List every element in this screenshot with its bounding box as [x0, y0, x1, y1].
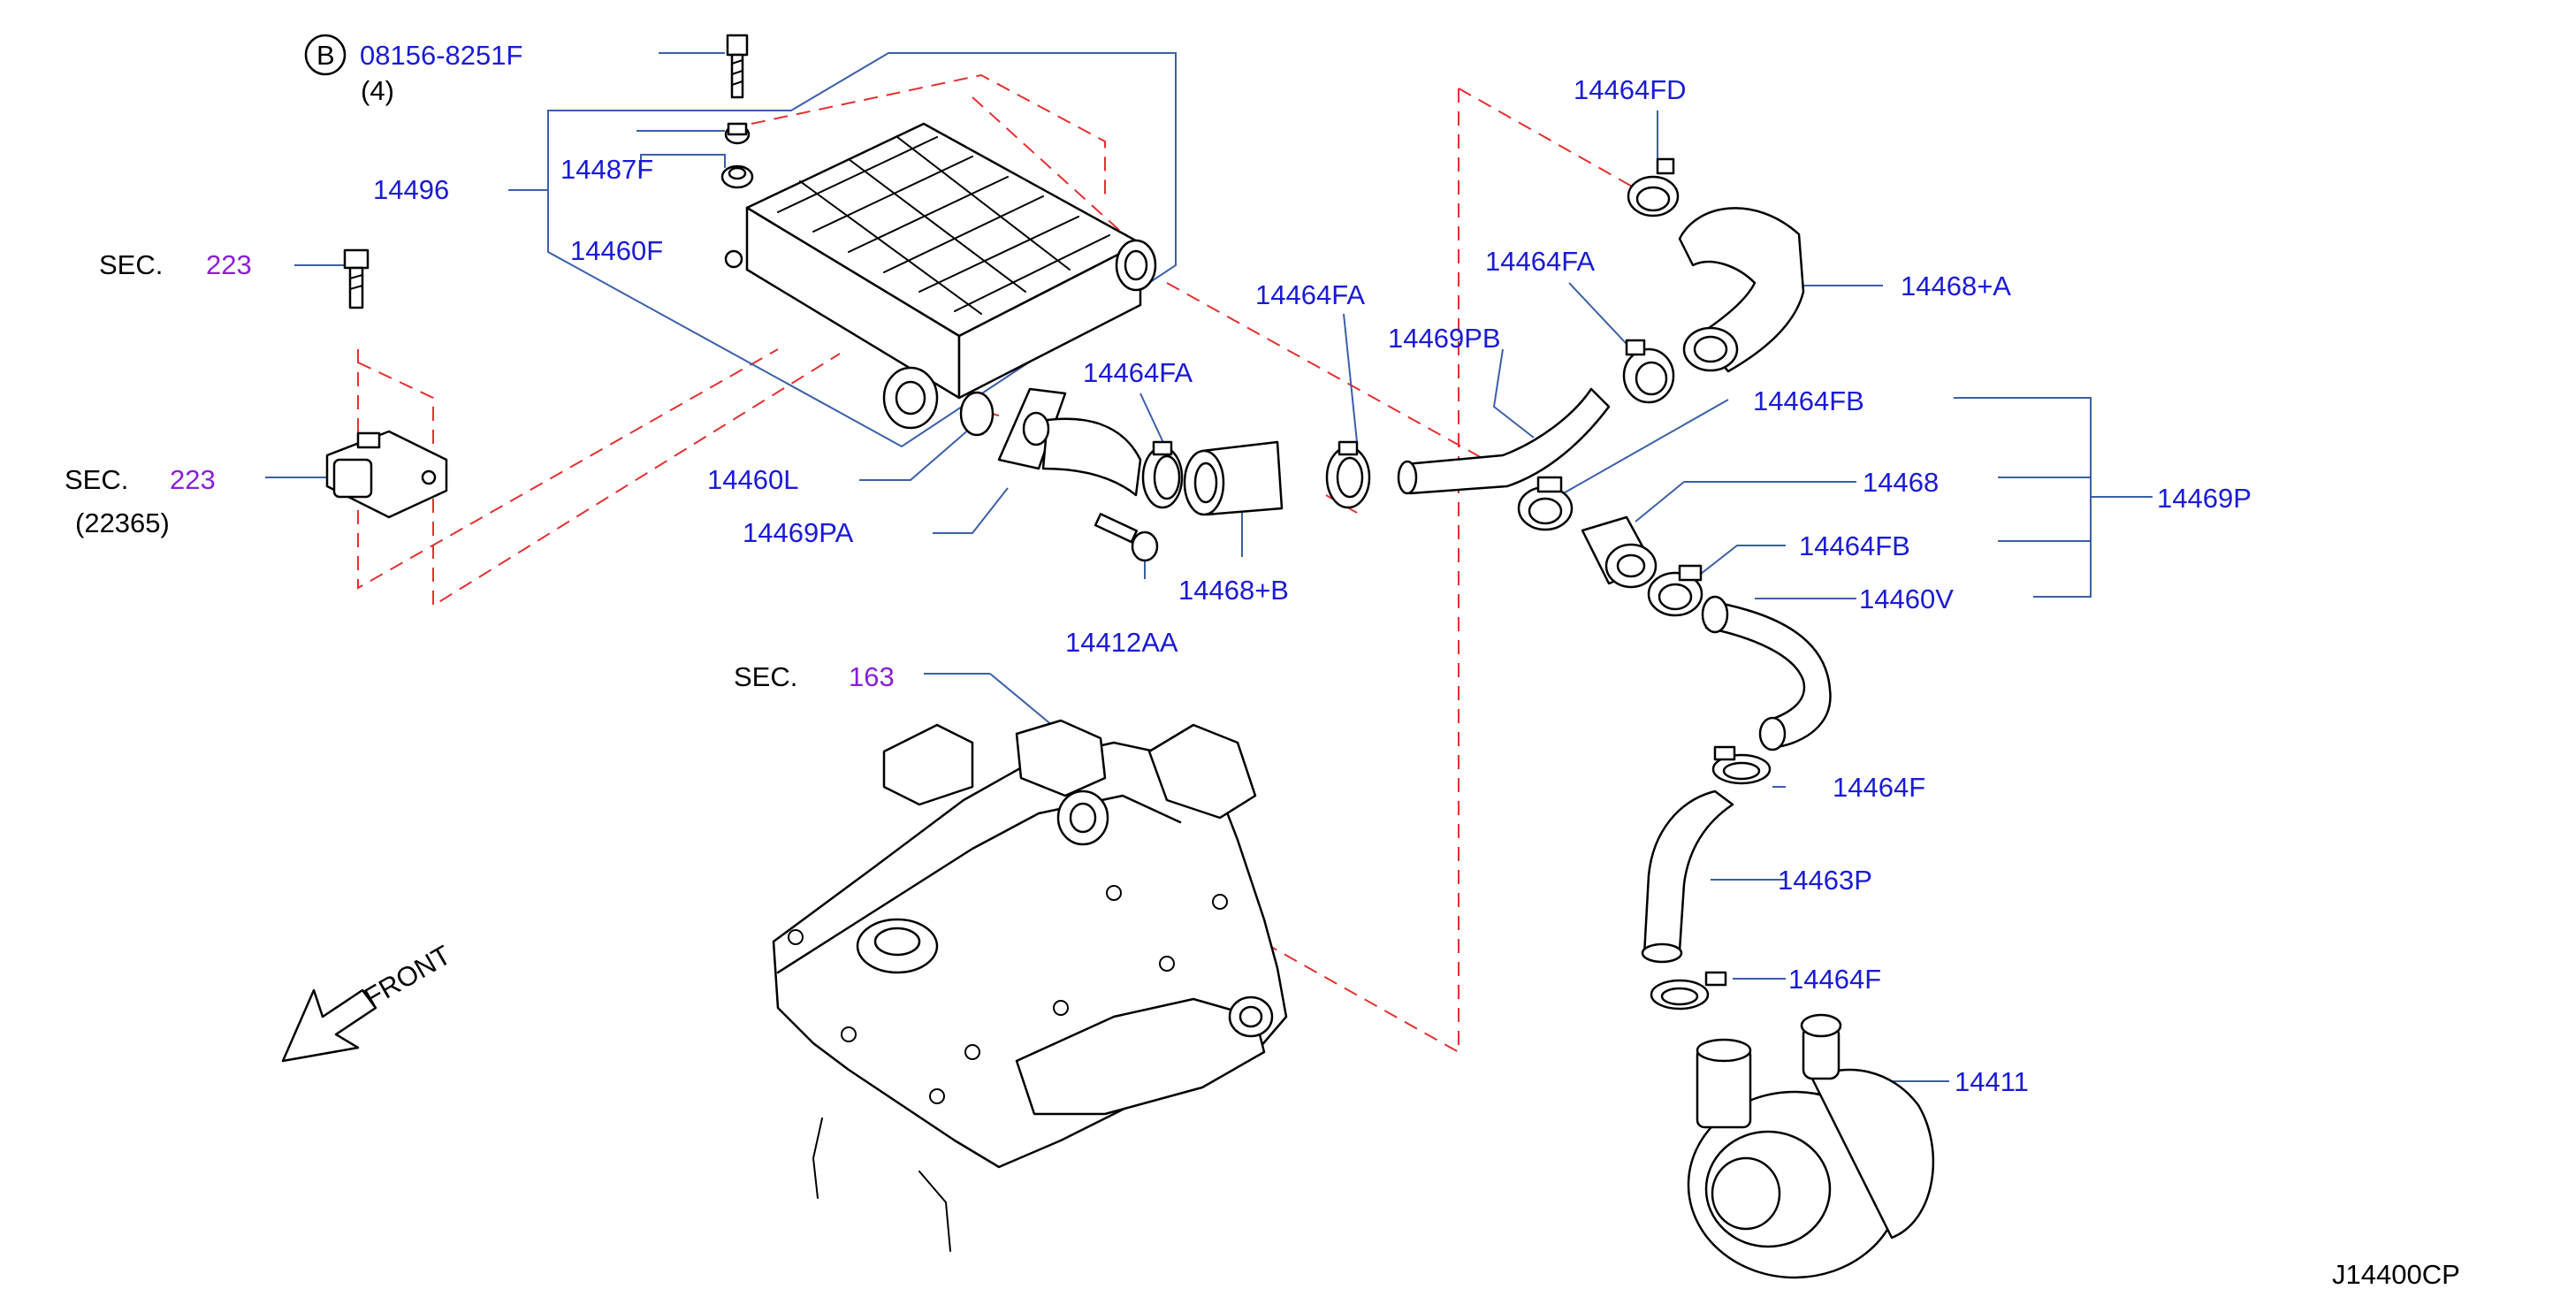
- hose-14468A: [1678, 207, 1805, 373]
- diagram-id: J14400CP: [2332, 1259, 2460, 1290]
- callout-circle: [304, 34, 347, 76]
- bolt-08156: [726, 34, 749, 99]
- bolt-callout: B 08156-8251F (4): [304, 34, 522, 106]
- part-label-14468-B[interactable]: 14468+B: [1178, 575, 1289, 606]
- leader-lines: [265, 52, 2153, 1082]
- part-label-14464F-1[interactable]: 14464F: [1833, 772, 1925, 803]
- part-label-14468[interactable]: 14468: [1863, 467, 1939, 498]
- clamp-14464FA-a: [1141, 440, 1184, 509]
- part-label-14468-A[interactable]: 14468+A: [1901, 271, 2011, 301]
- sec-prefix: SEC.: [99, 249, 163, 280]
- section-ref-223-bolt[interactable]: SEC. 223: [99, 249, 252, 280]
- engine-block: [772, 719, 1288, 1252]
- pipe-14469PB: [1397, 387, 1611, 495]
- sec-sub: (22365): [75, 507, 170, 538]
- intercooler: [724, 122, 1157, 430]
- section-ref-223-sensor[interactable]: SEC. 223 (22365): [65, 464, 216, 538]
- grommet-14487F: [724, 122, 751, 145]
- hose-14468: [1581, 515, 1658, 589]
- part-label-14464FA-1[interactable]: 14464FA: [1083, 357, 1193, 388]
- clamp-14464FA-b: [1325, 440, 1371, 509]
- sec-prefix: SEC.: [65, 464, 128, 495]
- bolt-qty: (4): [361, 75, 394, 106]
- clamp-14464FD: [1627, 157, 1680, 217]
- clamp-14464F-b: [1650, 971, 1727, 1011]
- sec-number: 223: [206, 249, 252, 280]
- part-label-14464FB-2[interactable]: 14464FB: [1799, 530, 1910, 561]
- turbocharger-14411: [1687, 1013, 1935, 1279]
- sec-number: 223: [170, 464, 216, 495]
- clamp-14464FB-b: [1647, 564, 1703, 617]
- part-label-14463P[interactable]: 14463P: [1778, 865, 1872, 896]
- part-label-14469P[interactable]: 14469P: [2157, 483, 2252, 514]
- part-label-14464FA-2[interactable]: 14464FA: [1255, 279, 1365, 310]
- part-label-14412AA[interactable]: 14412AA: [1065, 627, 1178, 658]
- seal-14460L: [959, 391, 995, 437]
- part-label-14469PB[interactable]: 14469PB: [1388, 323, 1501, 354]
- hose-14463P: [1641, 789, 1734, 964]
- part-label-14487F[interactable]: 14487F: [560, 154, 653, 185]
- part-label-14464FB-1[interactable]: 14464FB: [1753, 385, 1864, 416]
- part-label-14464FD[interactable]: 14464FD: [1574, 74, 1687, 105]
- front-direction-arrow: [281, 988, 377, 1063]
- part-label-08156-8251F[interactable]: 08156-8251F: [360, 40, 522, 71]
- clamp-14464FB-a: [1517, 476, 1574, 531]
- part-label-14460V[interactable]: 14460V: [1859, 584, 1954, 614]
- hose-14460V: [1701, 595, 1832, 751]
- front-label: FRONT: [359, 939, 456, 1013]
- part-label-14460L[interactable]: 14460L: [707, 464, 798, 495]
- grommet-14460F: [720, 164, 754, 189]
- callout-letter: B: [316, 40, 335, 71]
- bolt-sec-223: [343, 248, 370, 309]
- pipe-14469PA: [997, 387, 1142, 497]
- clamp-14464FA-c: [1622, 339, 1675, 404]
- sec-prefix: SEC.: [734, 661, 797, 692]
- part-label-14464FA-3[interactable]: 14464FA: [1485, 246, 1595, 277]
- sensor-22365: [325, 430, 448, 519]
- clamp-14464F-a: [1711, 745, 1772, 785]
- part-label-14469PA[interactable]: 14469PA: [743, 517, 854, 548]
- hose-14468B: [1183, 440, 1284, 516]
- bolt-14412AA: [1094, 513, 1159, 562]
- part-labels: 14496 14487F 14460F 14460L 14469PA 14464…: [373, 74, 2252, 1097]
- part-label-14464F-2[interactable]: 14464F: [1788, 964, 1881, 995]
- part-label-14496[interactable]: 14496: [373, 174, 449, 205]
- part-label-14460F[interactable]: 14460F: [570, 235, 663, 266]
- section-ref-163[interactable]: SEC. 163: [734, 661, 895, 692]
- part-label-14411[interactable]: 14411: [1955, 1066, 2029, 1097]
- sec-number: 163: [849, 661, 895, 692]
